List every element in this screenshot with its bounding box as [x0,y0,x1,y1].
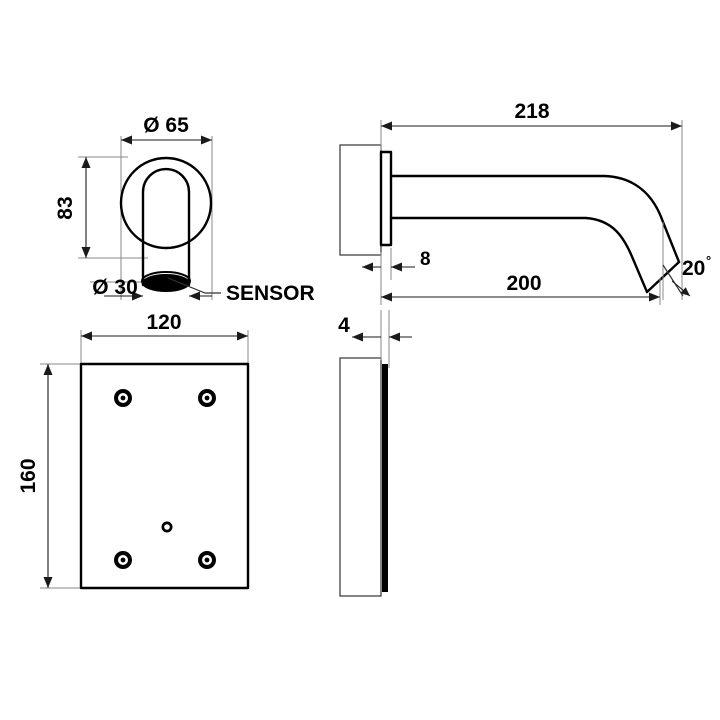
sensor-callout-label: SENSOR [226,282,315,305]
dim-label-length-218: 218 [514,100,549,123]
sensor-ellipse [142,274,190,292]
dim-label-height-83: 83 [54,196,77,219]
angle-arrow [671,280,691,297]
centre-hole [161,521,173,533]
degree-symbol: ° [706,253,711,268]
front-view-group: Ø 65 83 Ø 30 SENSOR [54,114,315,305]
section-plate-thickness [382,364,388,592]
wall-hatch-block [339,144,382,256]
nozzle-tube [141,167,191,287]
dim-label-plate-height-160: 160 [17,458,40,493]
dim-label-plate-thickness-4: 4 [338,314,350,337]
spout-flange [379,150,393,247]
spout-lower-profile [389,216,649,294]
section-wall-hatch-block [339,357,382,597]
bolt-hole-top-left [114,389,132,407]
sensor-leader-line [167,277,221,294]
side-view-group: 218 8 200 20 ° [339,100,711,305]
bolt-hole-bottom-right [198,551,216,569]
bolt-hole-bottom-left [114,551,132,569]
dim-label-diameter-30: Ø 30 [92,276,138,299]
spout-upper-profile [389,174,681,264]
plate-section-view-group: 4 [338,310,412,597]
bolt-hole-top-right [198,389,216,407]
mounting-plate-rect [79,362,250,590]
sensor-ellipse-rim [141,271,191,291]
dim-label-projection-200: 200 [506,272,541,295]
dim-label-thickness-8: 8 [420,249,431,270]
flange-circle [119,156,213,250]
plate-front-view-group: 120 160 [17,311,250,590]
dim-label-diameter-65: Ø 65 [143,114,189,137]
dim-label-plate-width-120: 120 [146,311,181,334]
dim-label-angle-20: 20 [682,257,705,280]
angle-leader-line [662,264,684,297]
